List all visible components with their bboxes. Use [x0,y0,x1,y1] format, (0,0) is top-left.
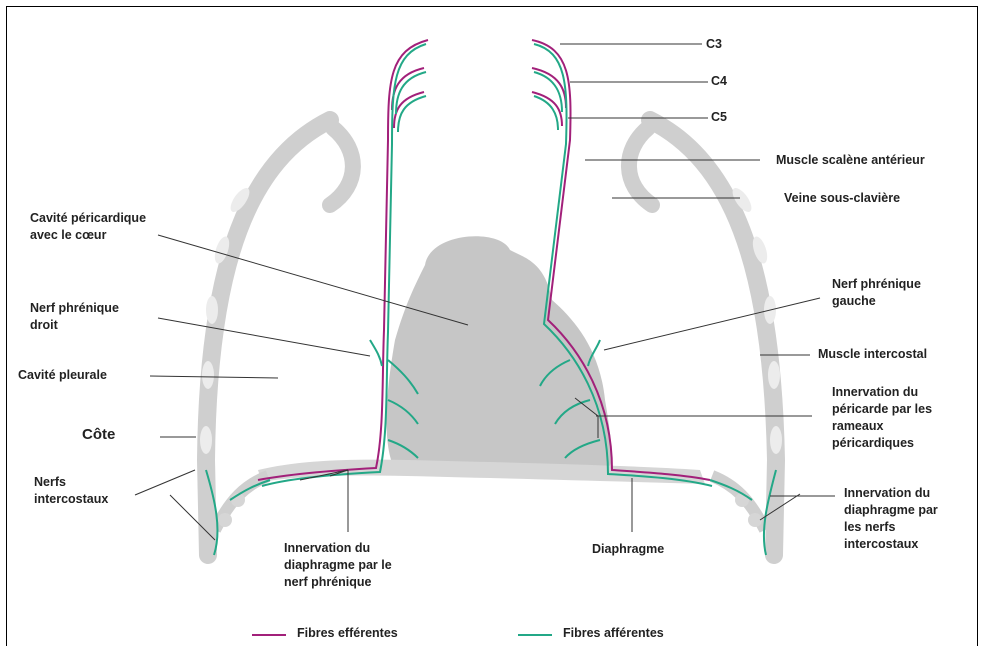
label-c5: C5 [711,109,727,126]
label-c4: C4 [711,73,727,90]
left-rib-arc [650,120,776,555]
label-rib: Côte [82,426,115,443]
legend-efferent-label: Fibres efférentes [297,626,398,640]
label-subclavian: Veine sous-clavière [784,190,900,207]
label-c3: C3 [706,36,722,53]
label-pleural-cavity: Cavité pleurale [18,367,107,384]
label-diaphragm: Diaphragme [592,541,664,558]
label-scalene: Muscle scalène antérieur [776,152,925,169]
subclavian-veins [330,128,652,205]
heart [386,236,611,478]
legend-afferent-label: Fibres afférentes [563,626,664,640]
label-intercostal-muscle: Muscle intercostal [818,346,927,363]
diaphragm [215,460,765,530]
